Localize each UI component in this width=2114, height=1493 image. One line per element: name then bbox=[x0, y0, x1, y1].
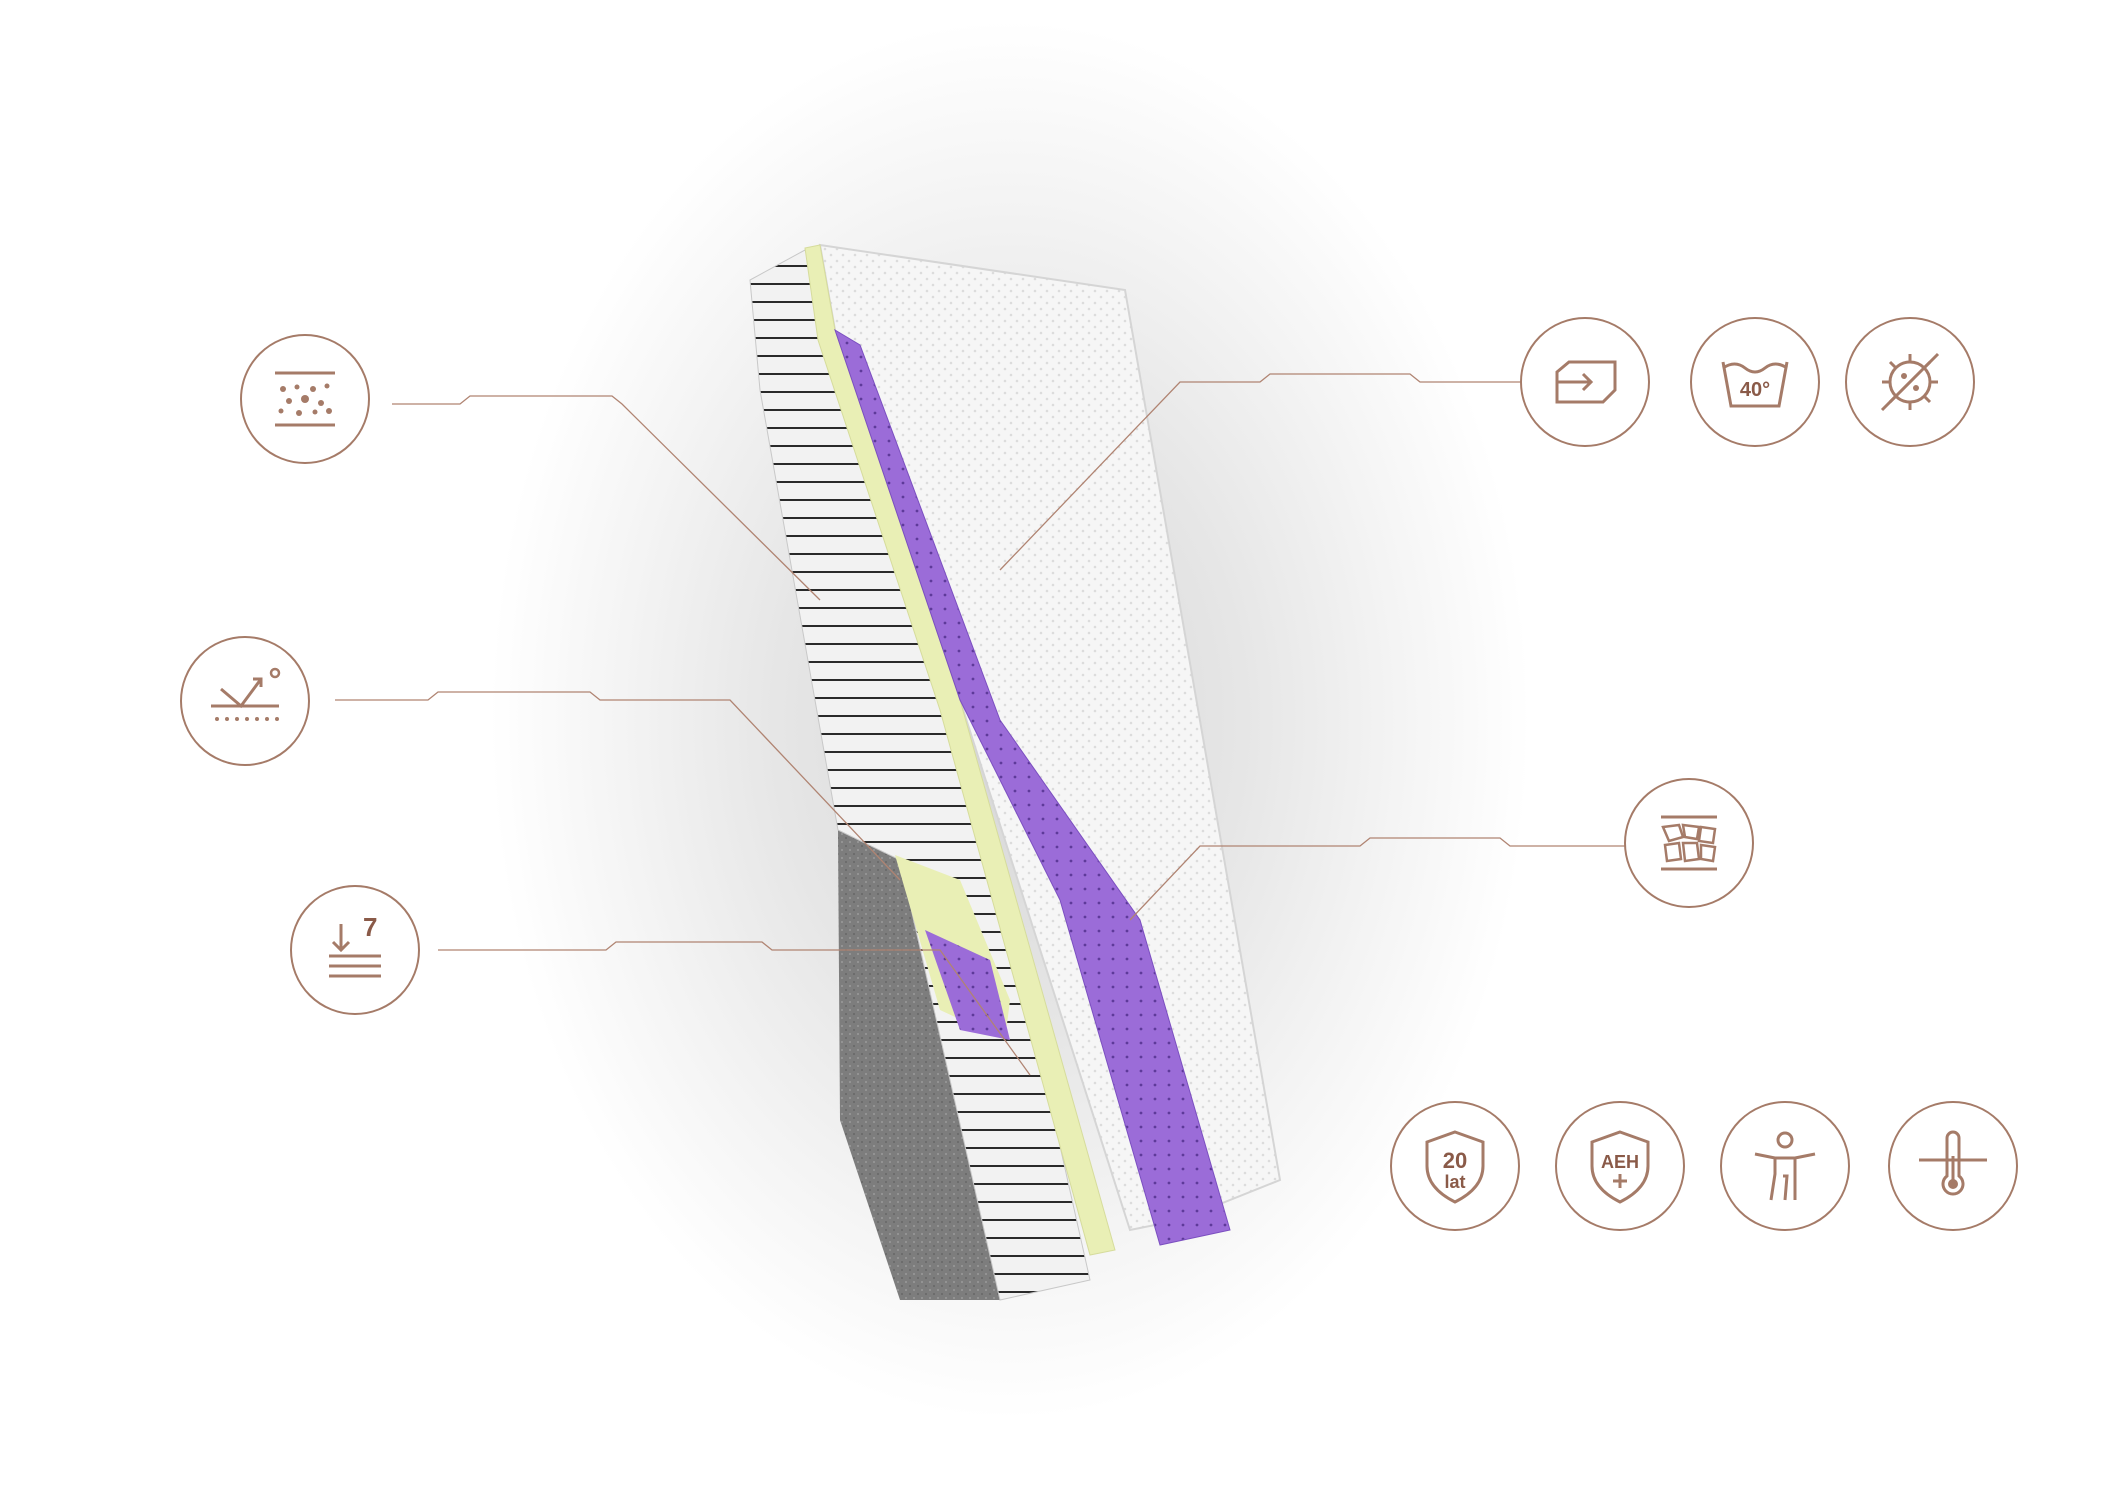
pressure-relief-icon bbox=[211, 667, 281, 721]
aeh-certificate-icon: AEH bbox=[1590, 1130, 1650, 1204]
mattress-layer-yellow bbox=[804, 244, 1116, 1256]
callout-line-zones bbox=[438, 941, 1031, 1076]
antiallergic-icon bbox=[1880, 352, 1940, 412]
feature-badge-thermoregulation bbox=[1888, 1101, 2018, 1231]
thermoregulation-icon bbox=[1919, 1130, 1987, 1196]
foam-cells-icon bbox=[1661, 815, 1717, 871]
callout-line-foam bbox=[392, 395, 821, 601]
feature-badge-foam-cells bbox=[1624, 778, 1754, 908]
removable-cover-icon bbox=[1555, 360, 1617, 404]
feature-badge-aeh-certificate: AEH bbox=[1555, 1101, 1685, 1231]
mattress-base bbox=[838, 830, 1010, 1300]
feature-badge-foam-structure bbox=[240, 334, 370, 464]
feature-badge-warranty: 20 lat bbox=[1390, 1101, 1520, 1231]
callout-line-cells bbox=[1129, 837, 1640, 921]
feature-badge-antiallergic bbox=[1845, 317, 1975, 447]
aeh-text: AEH bbox=[1601, 1152, 1639, 1172]
feature-badge-wash-40: 40° bbox=[1690, 317, 1820, 447]
wash-40-icon: 40° bbox=[1721, 361, 1789, 408]
warranty-years-text: 20 bbox=[1443, 1148, 1467, 1173]
zones-count-text: 7 bbox=[363, 912, 377, 942]
mattress-layer-purple bbox=[834, 328, 1231, 1246]
callout-line-pressure bbox=[335, 691, 901, 881]
callout-line-cover bbox=[999, 373, 1520, 571]
feature-badge-body-support bbox=[1720, 1101, 1850, 1231]
warranty-icon: 20 lat bbox=[1425, 1130, 1485, 1204]
feature-badge-seven-zones: 7 bbox=[290, 885, 420, 1015]
wash-temperature-text: 40° bbox=[1740, 379, 1770, 401]
mattress-lower-purple bbox=[925, 930, 1010, 1040]
feature-badge-pressure-relief bbox=[180, 636, 310, 766]
warranty-unit-text: lat bbox=[1444, 1172, 1465, 1192]
callout-lines bbox=[335, 373, 1640, 1076]
seven-zones-icon: 7 bbox=[329, 912, 381, 978]
body-support-icon bbox=[1754, 1131, 1816, 1201]
foam-structure-icon bbox=[275, 371, 335, 427]
feature-badge-removable-cover bbox=[1520, 317, 1650, 447]
